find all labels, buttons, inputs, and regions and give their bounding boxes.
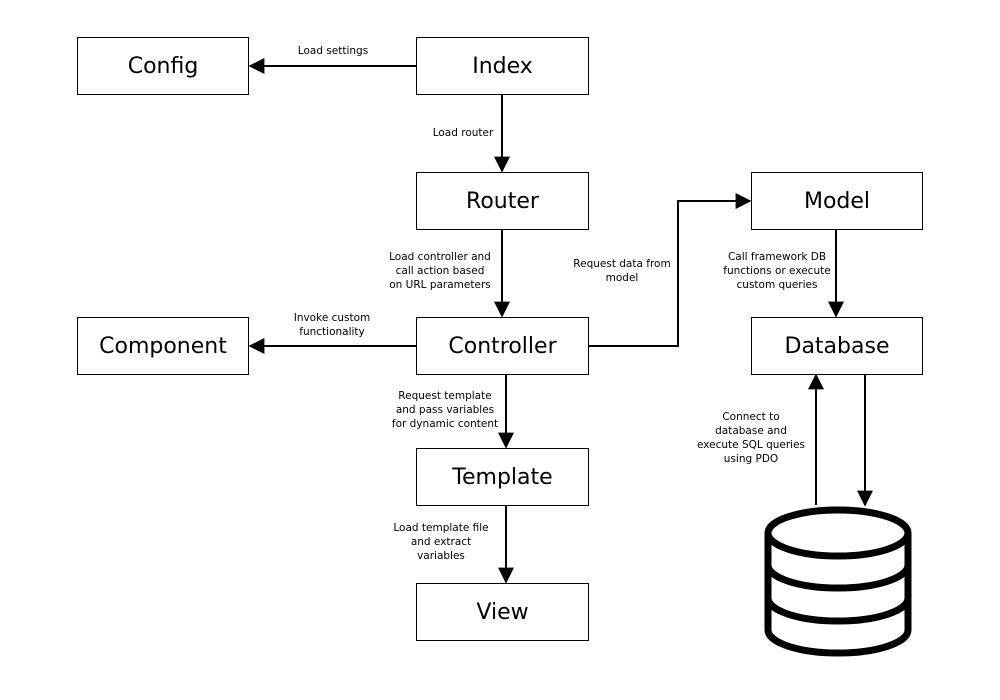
node-component: Component bbox=[77, 317, 249, 375]
label-controller-model: Request data from model bbox=[573, 258, 671, 284]
node-database: Database bbox=[751, 317, 923, 375]
edge-controller-model bbox=[589, 193, 752, 347]
node-router: Router bbox=[416, 172, 589, 230]
label-template-view: Load template file and extract variables bbox=[393, 522, 489, 562]
node-model: Model bbox=[751, 172, 923, 230]
label-model-database: Call framework DB functions or execute c… bbox=[723, 251, 831, 291]
database-cylinder-icon bbox=[764, 506, 912, 657]
label-index-router: Load router bbox=[432, 127, 494, 139]
label-index-config: Load settings bbox=[297, 45, 369, 57]
node-config: Config bbox=[77, 37, 249, 95]
label-controller-component: Invoke custom functionality bbox=[293, 312, 371, 338]
node-view: View bbox=[416, 583, 589, 641]
node-index: Index bbox=[416, 37, 589, 95]
label-database-pdo: Connect to database and execute SQL quer… bbox=[696, 411, 806, 465]
node-controller: Controller bbox=[416, 317, 589, 375]
node-template: Template bbox=[416, 448, 589, 506]
label-controller-template: Request template and pass variables for … bbox=[391, 390, 499, 430]
label-router-controller: Load controller and call action based on… bbox=[389, 251, 491, 291]
